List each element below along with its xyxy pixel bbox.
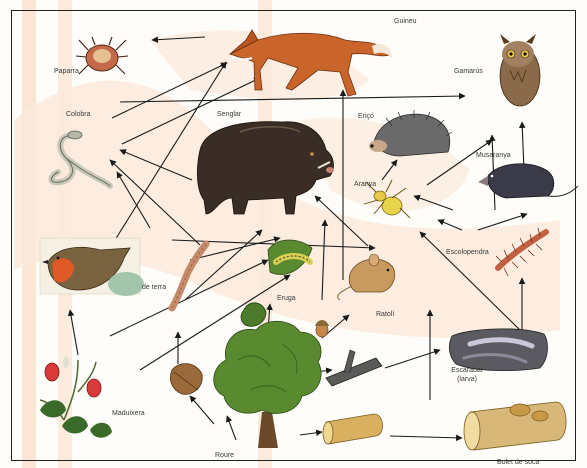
label-guineu: Guineu bbox=[394, 18, 417, 26]
robin-icon bbox=[40, 238, 144, 296]
label-escarabat: Escarabat bbox=[451, 367, 483, 375]
label-colobra: Colobra bbox=[66, 111, 91, 119]
label-gamarus: Gamarús bbox=[454, 68, 483, 76]
label-roure: Roure bbox=[215, 452, 234, 460]
label-paparra: Paparra bbox=[54, 68, 79, 76]
label-eruga: Eruga bbox=[277, 295, 296, 303]
label-musaranya: Musaranya bbox=[476, 152, 511, 160]
label-bolet: Bolet de soca bbox=[497, 459, 539, 467]
label-escolopendra: Escolopendra bbox=[446, 249, 489, 257]
label-larva: (larva) bbox=[457, 376, 477, 384]
dead-leaf-icon bbox=[170, 364, 202, 395]
label-de-terra: de terra bbox=[142, 284, 166, 292]
label-senglar: Senglar bbox=[217, 111, 241, 119]
label-ratoli: Ratolí bbox=[376, 311, 394, 319]
label-aranya: Aranya bbox=[354, 181, 376, 189]
acorn-icon bbox=[315, 320, 329, 337]
label-erico: Eriçó bbox=[358, 113, 374, 121]
label-maduixera: Maduixera bbox=[112, 410, 145, 418]
beetle-larva-icon bbox=[449, 329, 547, 371]
